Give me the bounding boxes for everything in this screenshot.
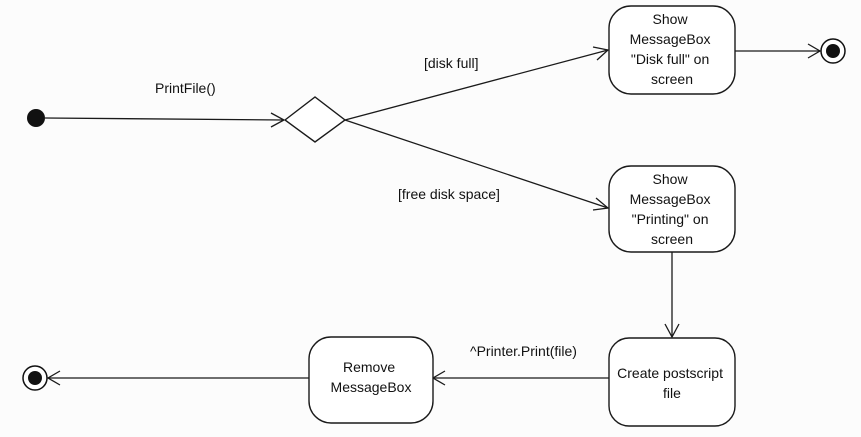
final-state-left-core (28, 371, 42, 385)
node-remove-messagebox (308, 336, 434, 424)
initial-state (27, 109, 45, 127)
guard-disk-full: [disk full] (424, 55, 478, 71)
edge-decision-to-disk-full (344, 49, 609, 121)
node-line: MessageBox (630, 31, 711, 47)
final-state-right-core (826, 44, 840, 58)
node-show-disk-full (608, 5, 736, 95)
node-line: Show (653, 171, 689, 187)
node-line: file (663, 385, 681, 401)
node-show-disk-full-text: Show MessageBox "Disk full" on screen (630, 11, 715, 87)
decision-diamond (283, 96, 347, 143)
node-line: screen (651, 71, 693, 87)
arrowhead-disk-full (592, 46, 610, 61)
node-line: screen (651, 231, 693, 247)
edge-initial-to-decision (44, 117, 284, 121)
node-remove-messagebox-text: Remove MessageBox (331, 359, 412, 395)
node-line: "Disk full" on (631, 51, 709, 67)
action-label: ^Printer.Print(file) (470, 343, 577, 359)
arrowhead-final-left (46, 370, 61, 386)
node-line: MessageBox (331, 379, 412, 395)
node-line: "Printing" on (632, 211, 709, 227)
node-line: MessageBox (630, 191, 711, 207)
node-line: Show (653, 11, 689, 27)
node-create-postscript (608, 337, 736, 427)
arrowhead-postscript (664, 323, 680, 339)
node-create-postscript-text: Create postscript file (617, 365, 727, 401)
edge-decision-to-printing (344, 119, 609, 209)
trigger-label: PrintFile() (155, 80, 216, 96)
node-line: Create postscript (617, 365, 723, 381)
arrowhead-printing (592, 197, 610, 211)
guard-free-disk-space: [free disk space] (398, 186, 500, 202)
arrowhead-final-right (807, 43, 822, 59)
node-line: Remove (343, 359, 395, 375)
node-show-printing-text: Show MessageBox "Printing" on screen (630, 171, 715, 247)
